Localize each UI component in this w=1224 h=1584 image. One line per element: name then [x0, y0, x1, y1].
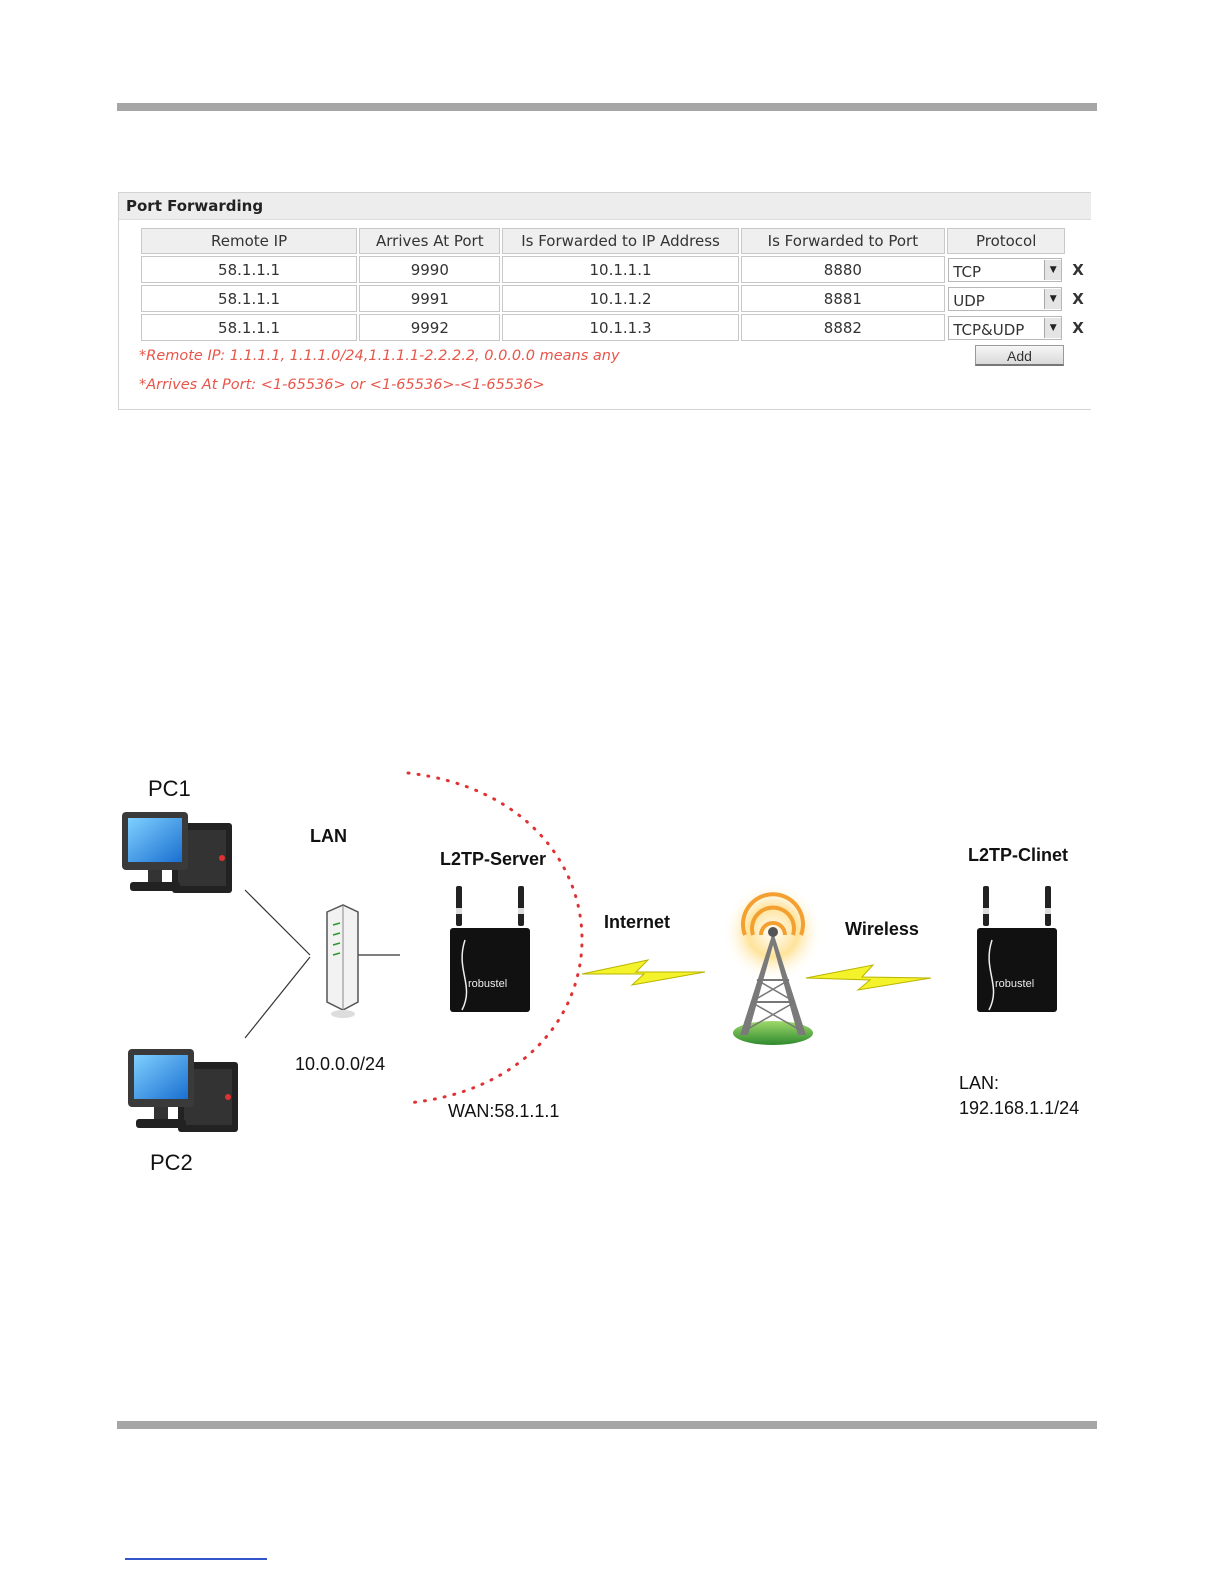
- arrives-port-input[interactable]: 9991: [359, 285, 501, 312]
- client-label: L2TP-Clinet: [968, 845, 1069, 865]
- column-header-forward-port: Is Forwarded to Port: [740, 228, 946, 254]
- lan-label: LAN: [310, 826, 347, 846]
- add-button[interactable]: Add: [975, 345, 1064, 366]
- pc1-label: PC1: [148, 776, 191, 801]
- client-router-brand: robustel: [995, 978, 1035, 990]
- chevron-down-icon[interactable]: ▼: [1044, 259, 1062, 280]
- table-row: 58.1.1.1 9991 10.1.1.2 8881 UDP ▼ X: [141, 285, 1089, 312]
- table-row: 58.1.1.1 9990 10.1.1.1 8880 TCP ▼ X: [141, 256, 1089, 283]
- pc1-computer-icon: [122, 812, 232, 893]
- pc1-link: [244, 889, 311, 956]
- server-router-icon: [450, 886, 530, 1012]
- protocol-select[interactable]: UDP ▼: [948, 286, 1063, 311]
- wireless-label: Wireless: [845, 919, 919, 939]
- protocol-value: TCP: [953, 262, 982, 281]
- port-forwarding-table: Remote IP Arrives At Port Is Forwarded t…: [139, 226, 1091, 343]
- client-lan-label: LAN:: [959, 1073, 1000, 1093]
- column-header-protocol: Protocol: [947, 228, 1066, 254]
- chevron-down-icon[interactable]: ▼: [1044, 288, 1062, 309]
- internet-link-bolt-icon: [581, 959, 706, 986]
- arrives-port-input[interactable]: 9990: [359, 256, 501, 283]
- delete-row-icon[interactable]: X: [1072, 260, 1084, 279]
- protocol-cell: UDP ▼: [947, 285, 1066, 312]
- forward-ip-input[interactable]: 10.1.1.3: [502, 314, 739, 341]
- internet-label: Internet: [604, 912, 671, 932]
- protocol-cell: TCP&UDP ▼: [947, 314, 1066, 341]
- column-header-remote-ip: Remote IP: [141, 228, 358, 254]
- protocol-select[interactable]: TCP ▼: [948, 257, 1063, 282]
- chevron-down-icon[interactable]: ▼: [1044, 317, 1062, 338]
- server-label: L2TP-Server: [440, 849, 547, 869]
- remote-ip-input[interactable]: 58.1.1.1: [141, 285, 358, 312]
- protocol-value: TCP&UDP: [953, 320, 1025, 339]
- forward-ip-input[interactable]: 10.1.1.2: [502, 285, 739, 312]
- footer-rule: [117, 1421, 1097, 1429]
- protocol-cell: TCP ▼: [947, 256, 1066, 283]
- client-router-icon: [977, 886, 1057, 1012]
- delete-row-icon[interactable]: X: [1072, 289, 1084, 308]
- wireless-link-bolt-icon: [805, 964, 932, 991]
- pc2-label: PC2: [150, 1150, 193, 1175]
- arrives-port-input[interactable]: 9992: [359, 314, 501, 341]
- forward-port-input[interactable]: 8880: [740, 256, 946, 283]
- protocol-value: UDP: [953, 291, 985, 310]
- forward-port-input[interactable]: 8882: [740, 314, 946, 341]
- server-wan-label: WAN:58.1.1.1: [448, 1101, 560, 1121]
- port-forwarding-panel: Port Forwarding Remote IP Arrives At Por…: [118, 192, 1091, 410]
- header-rule: [117, 103, 1097, 111]
- forward-ip-input[interactable]: 10.1.1.1: [502, 256, 739, 283]
- network-diagram: robustel robustel PC1 PC2 LAN 10.0.0.0/2…: [0, 740, 1224, 1200]
- client-lan-subnet-label: 192.168.1.1/24: [959, 1098, 1080, 1118]
- forward-port-input[interactable]: 8881: [740, 285, 946, 312]
- column-header-arrives-port: Arrives At Port: [359, 228, 501, 254]
- panel-title: Port Forwarding: [119, 193, 1091, 220]
- remote-ip-hint: *Remote IP: 1.1.1.1, 1.1.1.0/24,1.1.1.1-…: [139, 348, 620, 364]
- column-header-delete: [1067, 228, 1089, 254]
- lan-subnet-label: 10.0.0.0/24: [295, 1054, 386, 1074]
- protocol-select[interactable]: TCP&UDP ▼: [948, 315, 1063, 340]
- arrives-port-hint: *Arrives At Port: <1-65536> or <1-65536>…: [139, 377, 545, 393]
- pc2-computer-icon: [128, 1049, 238, 1132]
- diagram-graphics: [122, 771, 1057, 1132]
- cell-tower-icon: [723, 882, 823, 1045]
- table-header-row: Remote IP Arrives At Port Is Forwarded t…: [141, 228, 1089, 254]
- delete-row-icon[interactable]: X: [1072, 318, 1084, 337]
- remote-ip-input[interactable]: 58.1.1.1: [141, 256, 358, 283]
- network-boundary-arc: [406, 771, 584, 1105]
- server-router-brand: robustel: [468, 978, 508, 990]
- remote-ip-input[interactable]: 58.1.1.1: [141, 314, 358, 341]
- column-header-forward-ip: Is Forwarded to IP Address: [502, 228, 739, 254]
- pc2-link: [244, 956, 311, 1039]
- table-row: 58.1.1.1 9992 10.1.1.3 8882 TCP&UDP ▼ X: [141, 314, 1089, 341]
- footer-link-underline: [125, 1558, 267, 1560]
- lan-switch-icon: [326, 904, 359, 1018]
